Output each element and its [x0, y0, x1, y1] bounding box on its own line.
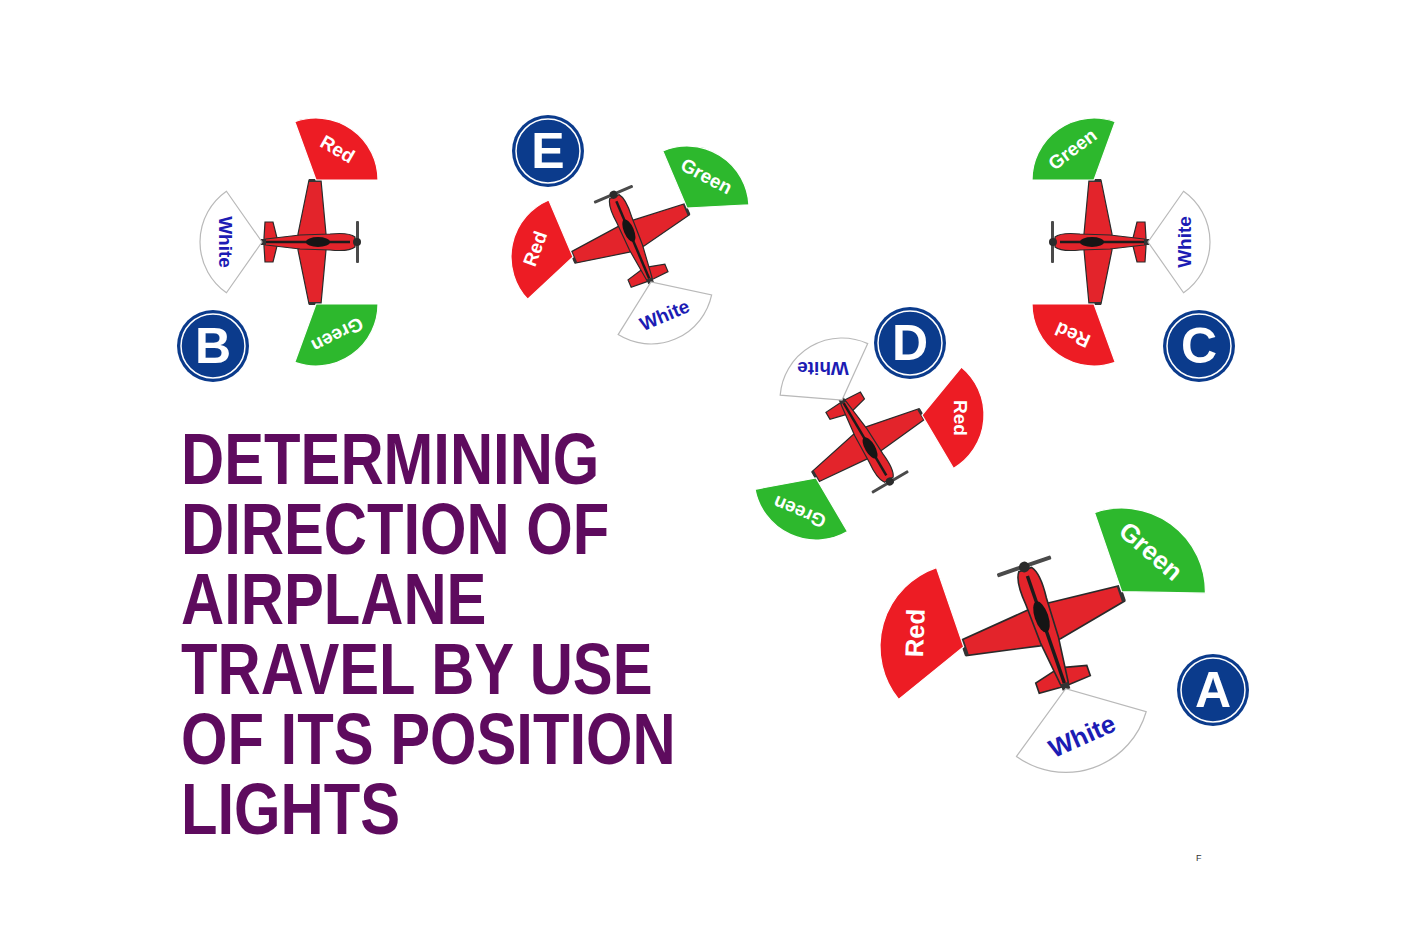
sector-fill	[1017, 688, 1147, 772]
sector-fill	[922, 367, 984, 468]
airplane	[261, 179, 361, 305]
badge-ring	[516, 119, 580, 183]
page-mark: F	[1196, 853, 1202, 863]
light-sector: Green	[754, 416, 878, 540]
badge-ring	[1181, 658, 1245, 722]
badge-ring	[181, 314, 245, 378]
light-sector: Red	[254, 118, 378, 242]
badge-letter: D	[892, 318, 928, 368]
badge-circle	[512, 115, 584, 187]
sector-fill	[1032, 304, 1115, 366]
light-sector: Red	[860, 353, 984, 477]
sector-fill	[1032, 118, 1115, 180]
light-sector: Green	[625, 146, 749, 270]
sector-fill	[755, 478, 847, 540]
sector-fill	[295, 118, 378, 180]
light-sector: White	[1086, 180, 1210, 304]
badge-letter: E	[531, 126, 564, 176]
light-sector: Red	[1032, 242, 1156, 366]
light-label: Red	[900, 608, 930, 657]
sector-fill	[1148, 191, 1210, 293]
light-label: Red	[949, 400, 970, 436]
light-sector: Red	[511, 195, 635, 319]
badge-ring	[878, 311, 942, 375]
badge-letter: C	[1181, 321, 1217, 371]
letter-badge: D	[873, 306, 947, 380]
light-sector: Red	[880, 563, 1047, 730]
light-label: White	[214, 216, 235, 268]
light-sector: White	[200, 180, 324, 304]
sector-shape	[1032, 242, 1156, 366]
light-sector: Green	[254, 242, 378, 366]
sector-fill	[295, 304, 378, 366]
letter-badge: B	[176, 309, 250, 383]
letter-badge: E	[511, 114, 585, 188]
sector-fill	[1094, 508, 1205, 593]
sector-fill	[618, 282, 712, 344]
badge-circle	[1177, 654, 1249, 726]
title: DETERMINING DIRECTION OF AIRPLANE TRAVEL…	[181, 424, 704, 844]
light-sector: Green	[1032, 118, 1156, 242]
airplane	[1049, 179, 1149, 305]
letter-badge: C	[1162, 309, 1236, 383]
light-sector: White	[589, 220, 713, 344]
sector-fill	[200, 191, 262, 293]
sector-fill	[880, 567, 964, 699]
sector-fill	[511, 200, 573, 299]
sector-fill	[662, 146, 748, 208]
badge-ring	[1167, 314, 1231, 378]
badge-letter: B	[195, 321, 231, 371]
badge-circle	[177, 310, 249, 382]
light-label: White	[1175, 216, 1196, 268]
badge-letter: A	[1195, 665, 1231, 715]
sector-fill	[780, 338, 868, 400]
badge-circle	[1163, 310, 1235, 382]
light-sector: Green	[1038, 508, 1205, 675]
badge-circle	[874, 307, 946, 379]
letter-badge: A	[1176, 653, 1250, 727]
sector-shape	[254, 118, 378, 242]
light-label: White	[797, 357, 849, 378]
light-sector: White	[982, 605, 1149, 772]
